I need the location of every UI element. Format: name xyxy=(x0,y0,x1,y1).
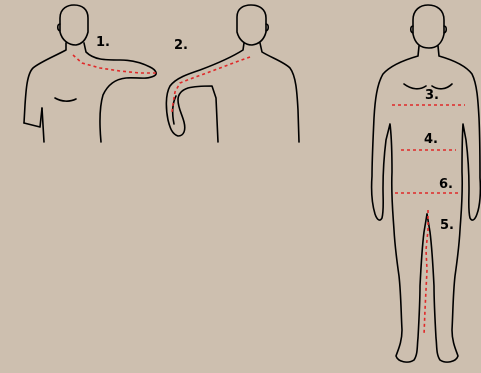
label-6: 6. xyxy=(439,178,453,191)
figure-arm xyxy=(166,5,299,142)
label-1: 1. xyxy=(96,36,110,49)
label-5: 5. xyxy=(440,219,454,232)
figure-shoulder xyxy=(24,5,156,142)
label-2: 2. xyxy=(174,39,188,52)
label-4: 4. xyxy=(424,133,438,146)
figure-full-body xyxy=(372,5,481,362)
label-3: 3. xyxy=(425,89,439,102)
